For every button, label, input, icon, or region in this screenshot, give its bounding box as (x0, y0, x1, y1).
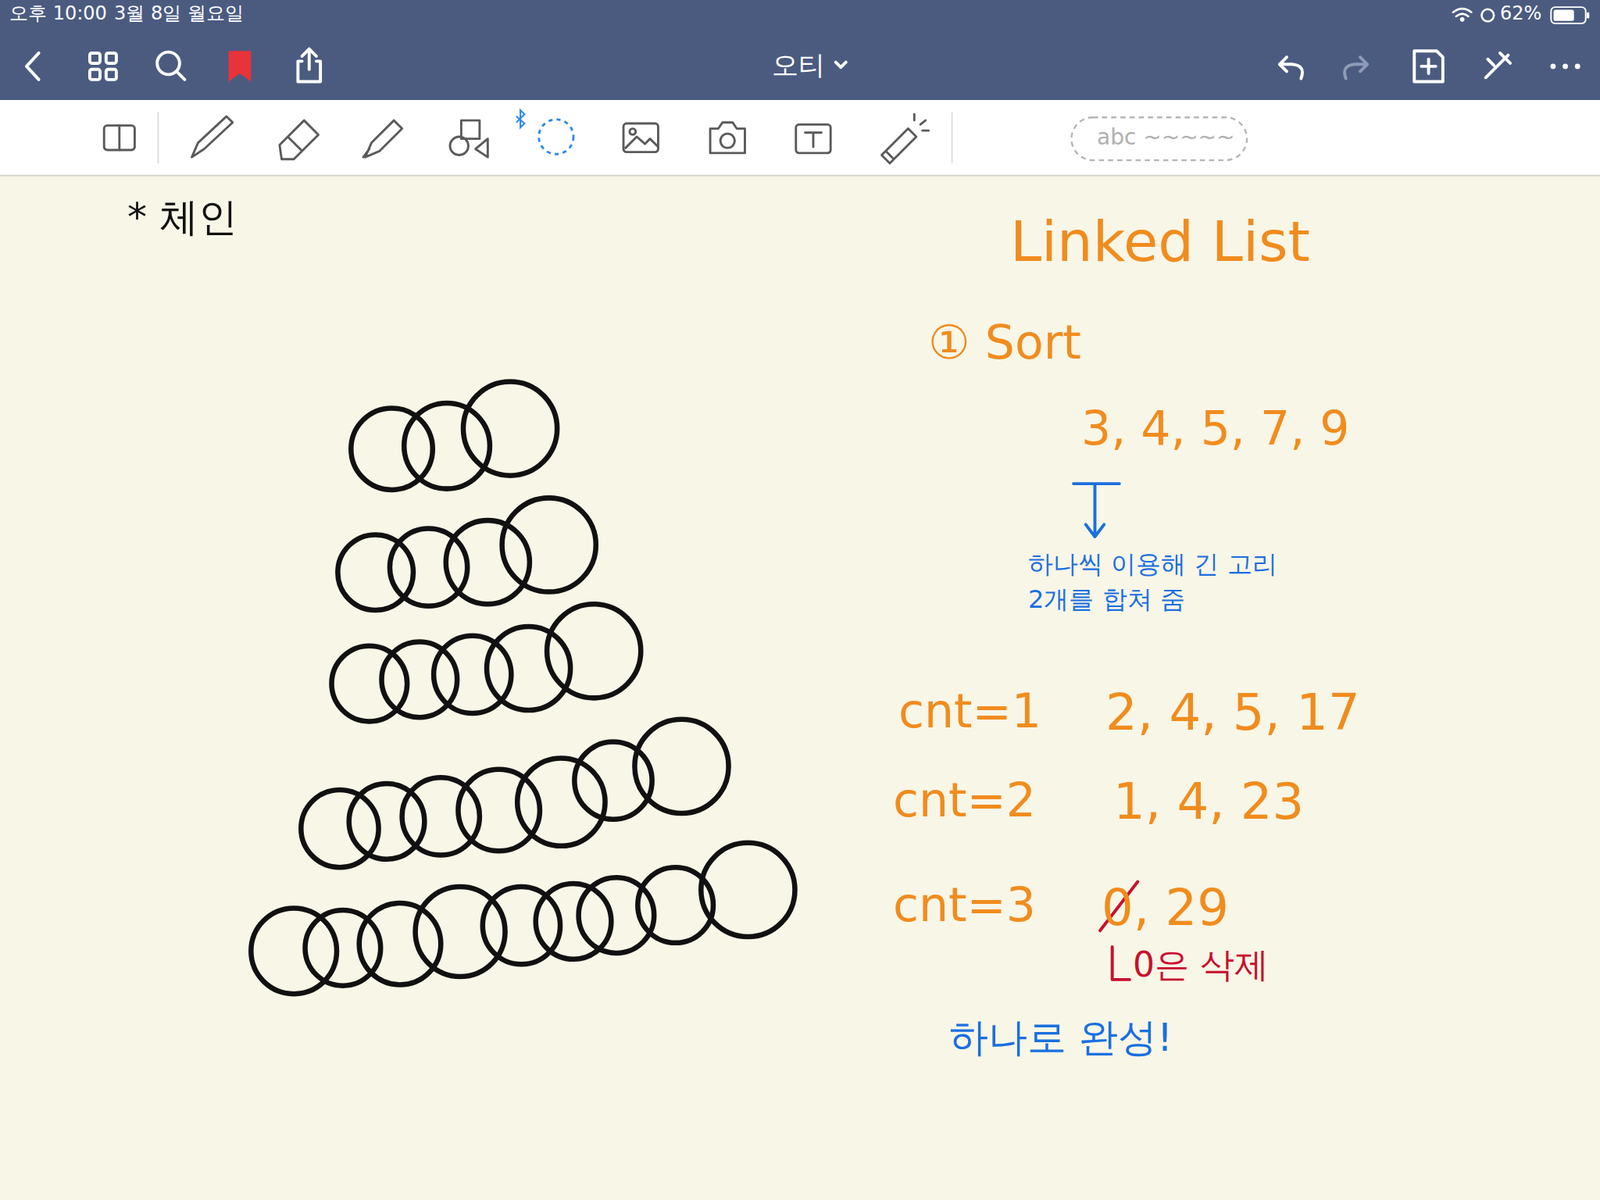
chain-drawing (250, 381, 795, 994)
hook-mark (1112, 946, 1130, 980)
grid-icon (89, 53, 100, 64)
battery-percent: 62% (1500, 3, 1542, 25)
shapes-icon (450, 136, 469, 156)
handwritten-counter: cnt=2 (892, 773, 1036, 828)
chain-ring (457, 769, 540, 851)
highlighter-icon (363, 120, 403, 158)
wifi-arc (1453, 8, 1472, 13)
dot (1550, 64, 1557, 70)
tools-icon (1485, 53, 1511, 78)
tool-divider (951, 112, 954, 164)
document-title: 오티 (771, 50, 825, 81)
handwritten-list: 1, 4, 23 (1113, 773, 1304, 832)
chain-ring (486, 626, 571, 711)
view-icon (117, 125, 121, 150)
battery-level (1553, 9, 1575, 21)
laser-icon (881, 128, 916, 164)
shapes-icon (475, 139, 489, 158)
handwritten-list: 2, 4, 5, 17 (1105, 684, 1361, 743)
grid-icon (106, 53, 117, 64)
laser-icon (914, 114, 929, 131)
grid-icon (89, 69, 100, 80)
lock-icon (1481, 9, 1494, 22)
chain-ring (446, 520, 530, 604)
handwritten-note: 하나씩 이용해 긴 고리 2개를 합쳐 줌 (1028, 546, 1294, 618)
bookmark-icon (228, 50, 252, 82)
image-icon (629, 128, 636, 136)
chain-ring (359, 903, 441, 985)
battery-tip (1586, 12, 1590, 19)
back-icon (26, 53, 40, 80)
chain-ring (574, 742, 652, 820)
handwritten-list: 0, 29 (1101, 879, 1229, 938)
search-icon (176, 71, 185, 79)
shapes-icon (460, 120, 480, 140)
chain-ring (402, 777, 480, 855)
wifi-dot (1460, 17, 1464, 21)
chain-ring (389, 528, 468, 607)
camera-icon (710, 122, 745, 154)
handwritten-subtitle: ① Sort (928, 315, 1082, 370)
image-icon (625, 136, 659, 148)
chain-ring (700, 842, 795, 937)
search-pill (1071, 117, 1247, 161)
chain-ring (546, 603, 641, 698)
handwritten-note: 하나로 완성! (949, 1015, 1173, 1061)
undo-icon (1279, 57, 1303, 79)
lasso-icon (539, 119, 574, 154)
chain-ring (403, 403, 490, 490)
arrow-down (1073, 483, 1120, 537)
status-time: 오후 10:00 (9, 3, 108, 25)
handwritten-list: 3, 4, 5, 7, 9 (1081, 401, 1350, 456)
redo-icon (1344, 57, 1368, 79)
nav-bar (0, 0, 1600, 100)
pen-icon (192, 116, 233, 158)
chain-ring (634, 719, 729, 814)
tool-bar-border (0, 175, 1600, 177)
wifi-arc (1456, 14, 1469, 17)
handwritten-title: Linked List (1010, 209, 1311, 275)
title-chevron (835, 62, 847, 68)
handwritten-counter: cnt=3 (892, 878, 1036, 933)
chain-ring (502, 497, 597, 592)
chain-ring (517, 757, 605, 846)
text-tool-icon (805, 132, 822, 147)
grid-icon (106, 69, 117, 80)
battery-icon (1550, 7, 1586, 24)
view-icon (103, 125, 135, 150)
eraser-icon (279, 120, 319, 160)
chain-ring (349, 783, 425, 860)
handwritten-counter: cnt=1 (898, 684, 1042, 739)
search-placeholder: abc ~~~~~ (1096, 125, 1236, 150)
chain-ring (463, 381, 558, 475)
bluetooth-icon (516, 110, 525, 128)
tool-bar (0, 100, 1600, 176)
image-icon (623, 123, 658, 153)
tool-divider (157, 112, 159, 164)
status-date: 3월 8일 월요일 (114, 3, 244, 25)
camera-icon (720, 133, 735, 148)
more-icon (1550, 64, 1581, 70)
dot (1575, 64, 1581, 70)
nav-icons (26, 49, 1511, 83)
dot (1562, 64, 1568, 70)
wifi-icon (1453, 8, 1494, 22)
text-tool-icon (796, 124, 831, 154)
share-icon (297, 49, 321, 83)
add-page-icon (1414, 50, 1443, 82)
handwritten-heading: * 체인 (127, 195, 238, 241)
handwritten-note: 0은 삭제 (1132, 945, 1269, 986)
